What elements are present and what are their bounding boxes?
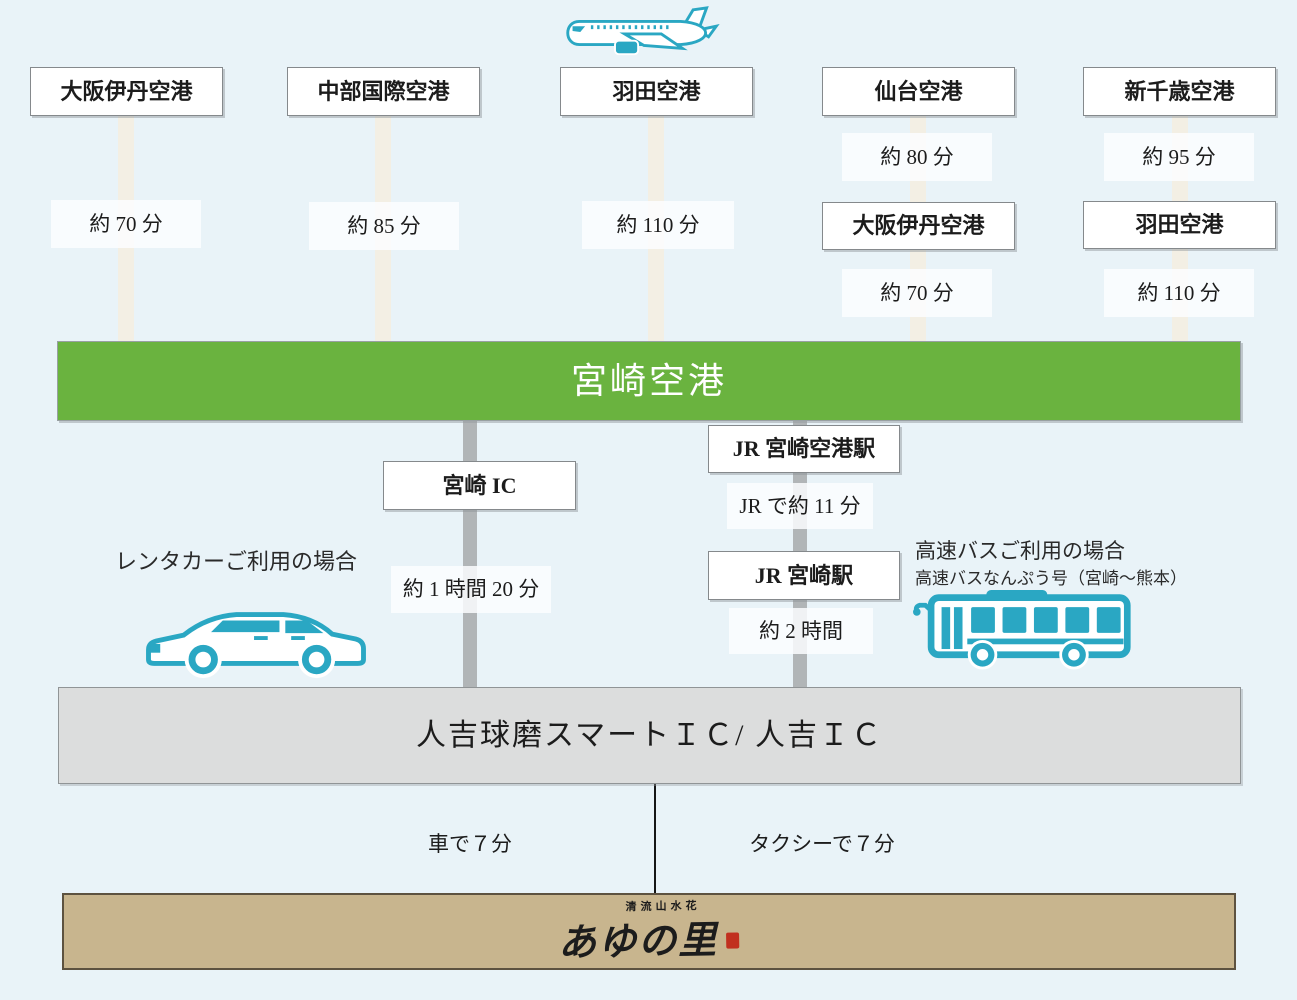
flight-time-label: 約 85 分 [309, 202, 459, 250]
rental-heading: レンタカーご利用の場合 [115, 544, 357, 576]
flight-time-label: 約 95 分 [1104, 133, 1254, 181]
car-final-time: 車で７分 [395, 828, 545, 858]
bus-subheading: 高速バスなんぷう号（宮崎～熊本） [915, 564, 1187, 589]
red-seal-icon [726, 932, 740, 949]
time-text: 約 85 分 [347, 214, 421, 238]
airport-label: 大阪伊丹空港 [60, 79, 193, 104]
time-text: 約 1 時間 20 分 [402, 577, 540, 601]
time-text: 約 95 分 [1142, 145, 1216, 169]
airport-label: 大阪伊丹空港 [852, 213, 985, 238]
time-text: 約 70 分 [89, 212, 163, 236]
airport-label: 新千歳空港 [1124, 79, 1235, 104]
flight-time-label: 約 70 分 [51, 200, 201, 248]
time-text: 約 70 分 [880, 281, 954, 305]
ayunosato-logo: 清流山水花 あゆの里 [558, 896, 740, 966]
bus-time-label: 約 2 時間 [729, 608, 873, 654]
airplane-icon [566, 6, 720, 56]
time-text: 約 110 分 [616, 213, 700, 237]
node-label: JR 宮崎駅 [754, 563, 854, 588]
node-box-miyazaki-ic: 宮崎 IC [383, 461, 576, 510]
airport-label: 羽田空港 [612, 79, 701, 104]
airport-box-haneda: 羽田空港 [560, 67, 753, 116]
airport-box-chubu: 中部国際空港 [287, 67, 480, 116]
node-label: 宮崎 IC [442, 473, 517, 498]
flight-time-label: 約 110 分 [1104, 269, 1254, 317]
destination-bar: 清流山水花 あゆの里 [62, 893, 1236, 970]
hub-label: 宮崎空港 [570, 361, 727, 401]
heading-text: 高速バスご利用の場合 [915, 540, 1125, 563]
car-icon [146, 612, 366, 679]
taxi-final-time: タクシーで７分 [737, 828, 907, 858]
logo-main-text: あゆの里 [558, 908, 740, 966]
airport-box-shin-chitose: 新千歳空港 [1083, 67, 1276, 116]
time-text: 約 110 分 [1137, 281, 1221, 305]
time-text: 約 80 分 [880, 145, 954, 169]
node-box-jr-miyazaki-station: JR 宮崎駅 [708, 551, 900, 600]
logo-brand-text: あゆの里 [558, 919, 720, 965]
airport-label: 中部国際空港 [317, 79, 450, 104]
airport-box-sendai: 仙台空港 [822, 67, 1015, 116]
node-label: JR 宮崎空港駅 [732, 436, 876, 461]
flight-time-label: 約 80 分 [842, 133, 992, 181]
train-time-label: JR で約 11 分 [727, 483, 873, 529]
airport-box-via-haneda: 羽田空港 [1083, 201, 1276, 249]
hub-bar-miyazaki-airport: 宮崎空港 [57, 341, 1241, 421]
time-text: 約 2 時間 [759, 619, 843, 643]
flight-time-label: 約 110 分 [582, 201, 734, 249]
bus-icon [913, 590, 1131, 670]
airport-box-via-osaka-itami: 大阪伊丹空港 [822, 202, 1015, 250]
ic-bar-label: 人吉球磨スマートＩＣ/ 人吉ＩＣ [416, 719, 883, 752]
airport-box-osaka-itami: 大阪伊丹空港 [30, 67, 223, 116]
ic-bar-hitoyoshi: 人吉球磨スマートＩＣ/ 人吉ＩＣ [58, 687, 1241, 784]
time-text: JR で約 11 分 [739, 494, 861, 518]
flight-time-label: 約 70 分 [842, 269, 992, 317]
final-route-line [654, 784, 656, 894]
heading-text: レンタカーご利用の場合 [115, 549, 358, 574]
airport-label: 仙台空港 [874, 79, 963, 104]
time-text: タクシーで７分 [749, 832, 895, 856]
subheading-text: 高速バスなんぷう号（宮崎～熊本） [915, 569, 1187, 588]
drive-time-label: 約 1 時間 20 分 [391, 566, 551, 613]
bus-heading: 高速バスご利用の場合 [915, 535, 1125, 565]
time-text: 車で７分 [428, 832, 512, 856]
node-box-jr-miyazaki-airport-station: JR 宮崎空港駅 [708, 425, 900, 473]
airport-label: 羽田空港 [1135, 212, 1224, 237]
